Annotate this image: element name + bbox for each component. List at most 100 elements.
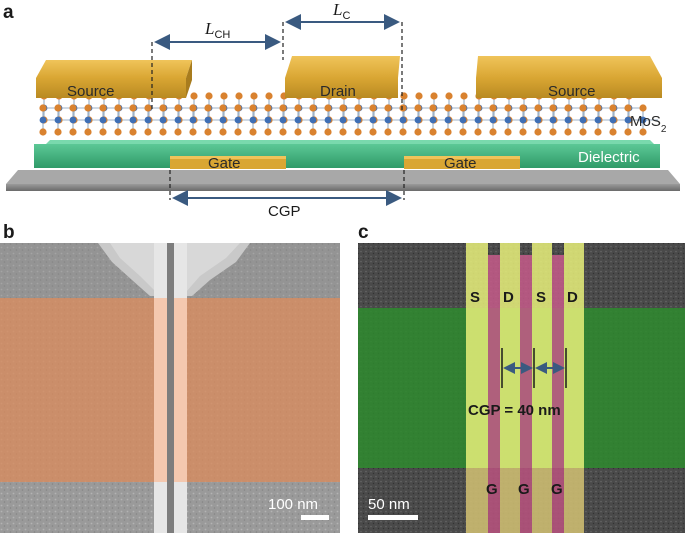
- sulfur-atom: [220, 92, 228, 100]
- molybdenum-atom: [99, 116, 107, 124]
- sulfur-atom: [309, 104, 317, 112]
- molybdenum-atom: [204, 116, 212, 124]
- molybdenum-atom: [474, 116, 482, 124]
- sulfur-atom: [339, 104, 347, 112]
- substrate: [6, 170, 680, 191]
- sulfur-atom: [159, 128, 167, 136]
- sulfur-atom: [84, 104, 92, 112]
- sulfur-atom: [594, 104, 602, 112]
- sulfur-atom: [324, 128, 332, 136]
- sulfur-atom: [219, 104, 227, 112]
- sulfur-atom: [189, 128, 197, 136]
- sulfur-atom: [415, 92, 423, 100]
- sulfur-atom: [84, 128, 92, 136]
- molybdenum-atom: [384, 116, 392, 124]
- gate-right: [404, 156, 520, 169]
- molybdenum-atom: [234, 116, 242, 124]
- molybdenum-atom: [519, 116, 527, 124]
- sulfur-atom: [489, 104, 497, 112]
- panel-c-letter: c: [358, 222, 369, 243]
- molybdenum-atom: [219, 116, 227, 124]
- sulfur-atom: [639, 128, 647, 136]
- molybdenum-atom: [504, 116, 512, 124]
- molybdenum-atom: [39, 116, 47, 124]
- sulfur-atom: [204, 128, 212, 136]
- molybdenum-atom: [459, 116, 467, 124]
- sulfur-atom: [639, 104, 647, 112]
- sulfur-atom: [459, 104, 467, 112]
- sulfur-atom: [279, 104, 287, 112]
- molybdenum-atom: [564, 116, 572, 124]
- sulfur-atom: [609, 128, 617, 136]
- sulfur-atom: [444, 128, 452, 136]
- sulfur-atom: [39, 128, 47, 136]
- molybdenum-atom: [324, 116, 332, 124]
- sulfur-atom: [399, 128, 407, 136]
- sulfur-atom: [414, 128, 422, 136]
- molybdenum-atom: [534, 116, 542, 124]
- mos2-label: MoS2: [630, 113, 667, 135]
- source-right-contact: [476, 56, 662, 98]
- lc-label: LC: [332, 0, 350, 22]
- sulfur-atom: [144, 104, 152, 112]
- sulfur-atom: [564, 104, 572, 112]
- sulfur-atom: [624, 104, 632, 112]
- molybdenum-atom: [294, 116, 302, 124]
- molybdenum-atom: [489, 116, 497, 124]
- sem-label-g2: G: [518, 481, 530, 498]
- sulfur-atom: [564, 128, 572, 136]
- sem-label-s2: S: [536, 289, 546, 306]
- sulfur-atom: [474, 104, 482, 112]
- molybdenum-atom: [354, 116, 362, 124]
- sulfur-atom: [549, 128, 557, 136]
- molybdenum-atom: [639, 116, 647, 124]
- sulfur-atom: [249, 104, 257, 112]
- molybdenum-atom: [279, 116, 287, 124]
- molybdenum-atom: [399, 116, 407, 124]
- sulfur-atom: [430, 92, 438, 100]
- scale-bar-b: [301, 515, 329, 520]
- molybdenum-atom: [129, 116, 137, 124]
- sem-label-g1: G: [486, 481, 498, 498]
- sulfur-atom: [414, 104, 422, 112]
- sem-label-g3: G: [551, 481, 563, 498]
- sulfur-atom: [235, 92, 243, 100]
- sulfur-atom: [294, 128, 302, 136]
- molybdenum-atom: [414, 116, 422, 124]
- gate-left: [170, 156, 286, 169]
- sulfur-atom: [594, 128, 602, 136]
- sulfur-atom: [69, 104, 77, 112]
- sem-image-b: [0, 243, 340, 533]
- molybdenum-atom: [69, 116, 77, 124]
- sulfur-atom: [474, 128, 482, 136]
- sulfur-atom: [204, 104, 212, 112]
- sulfur-atom: [234, 104, 242, 112]
- sem-label-d2: D: [567, 289, 578, 306]
- sem-label-s1: S: [470, 289, 480, 306]
- dielectric-layer: [34, 140, 660, 168]
- sulfur-atom: [99, 128, 107, 136]
- sulfur-atom: [429, 104, 437, 112]
- sulfur-atom: [114, 128, 122, 136]
- sulfur-atom: [354, 128, 362, 136]
- sulfur-atom: [190, 92, 198, 100]
- sulfur-atom: [279, 128, 287, 136]
- molybdenum-atom: [189, 116, 197, 124]
- molybdenum-atom: [249, 116, 257, 124]
- lch-dimension: [151, 22, 284, 112]
- source-left-label: Source: [67, 83, 115, 100]
- sulfur-atom: [579, 104, 587, 112]
- molybdenum-atom: [309, 116, 317, 124]
- lc-dimension: [285, 14, 403, 112]
- molybdenum-atom: [114, 116, 122, 124]
- sulfur-atom: [189, 104, 197, 112]
- molybdenum-atom: [174, 116, 182, 124]
- sulfur-atom: [265, 92, 273, 100]
- cgp-value-label: CGP = 40 nm: [468, 402, 561, 419]
- sulfur-atom: [534, 128, 542, 136]
- sulfur-atom: [489, 128, 497, 136]
- sulfur-atom: [264, 128, 272, 136]
- sulfur-atom: [129, 104, 137, 112]
- sulfur-atom: [54, 104, 62, 112]
- sulfur-atom: [579, 128, 587, 136]
